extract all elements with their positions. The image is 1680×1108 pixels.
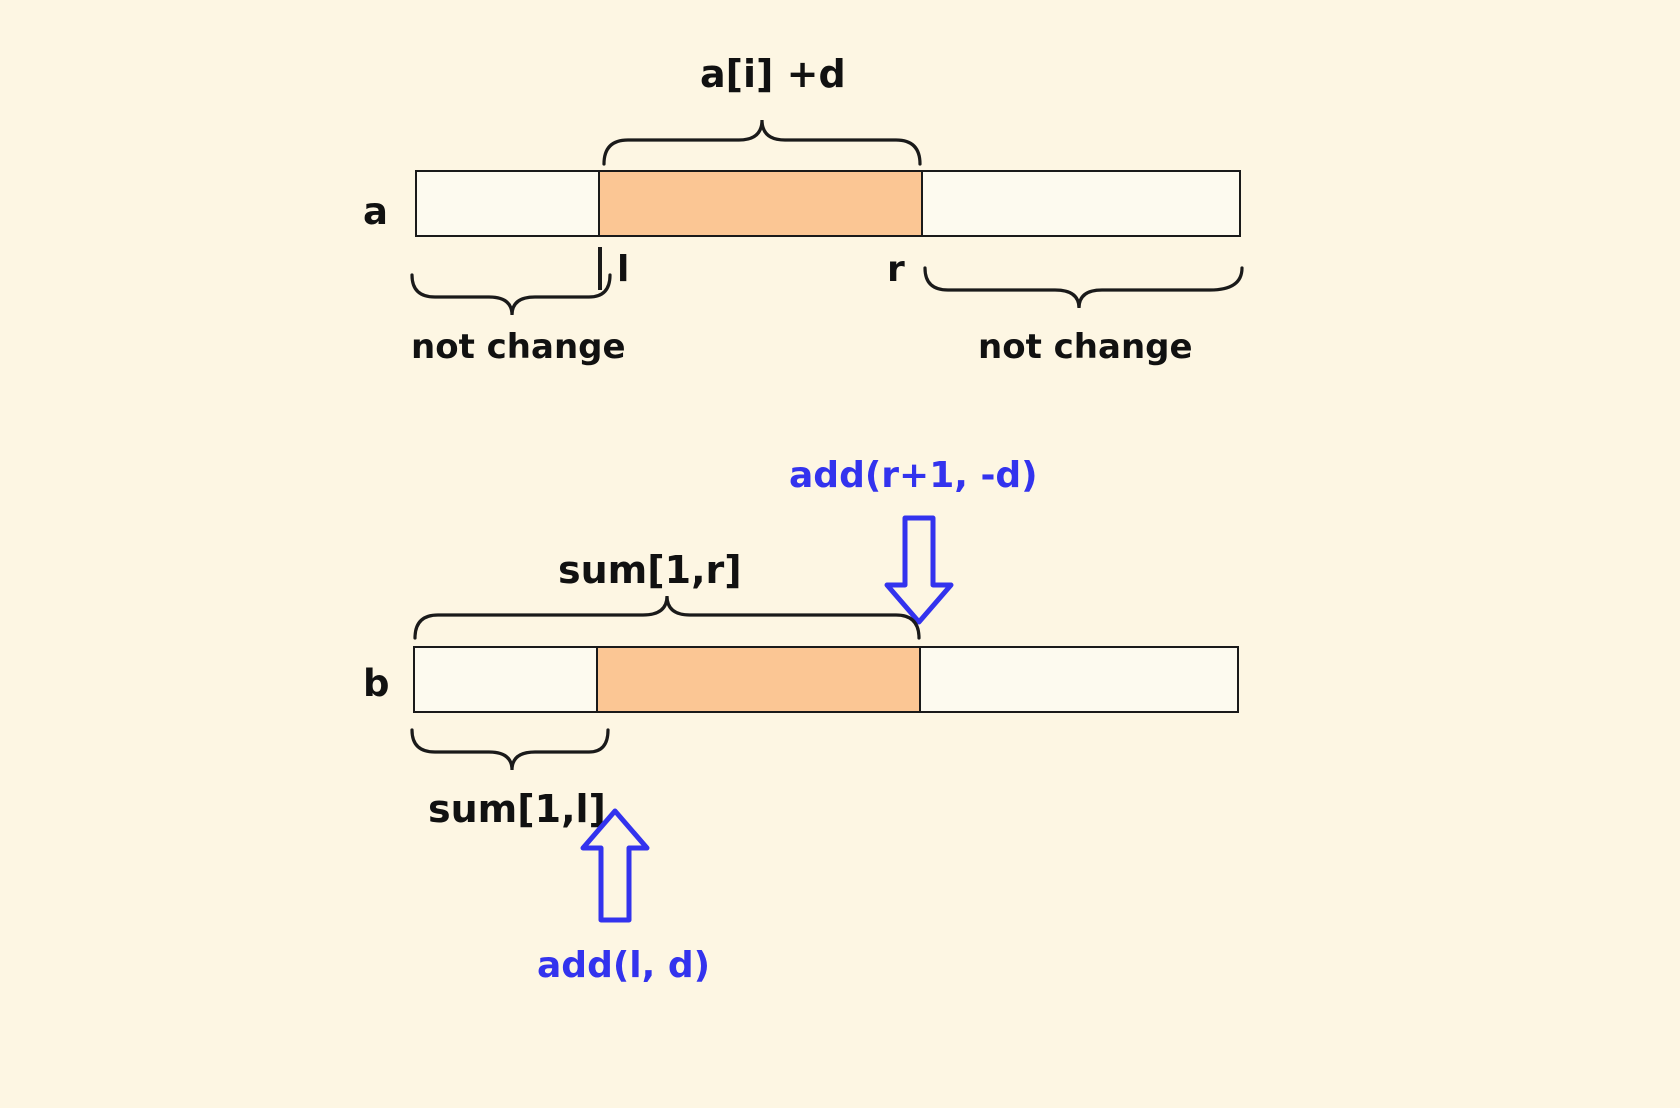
array-b-name: b [363,662,390,705]
op-add-l-d-label: add(l, d) [537,945,711,986]
array-b-top-brace-label: sum[1,r] [558,548,742,592]
array-a-left-not-change-label: not change [411,327,626,367]
array-b-bottom-brace-label: sum[1,l] [428,787,606,831]
array-a-right-marker-r: r [887,249,905,290]
op-add-r-plus-1-label: add(r+1, -d) [789,455,1038,496]
array-a-right-not-change-label: not change [978,327,1193,367]
array-a-left-marker-l: l [617,249,630,290]
array-a-highlighted-range [598,170,923,237]
array-a-top-brace-label: a[i] +d [700,52,846,96]
array-b-highlighted-range [596,646,921,713]
array-a-name: a [363,190,388,233]
